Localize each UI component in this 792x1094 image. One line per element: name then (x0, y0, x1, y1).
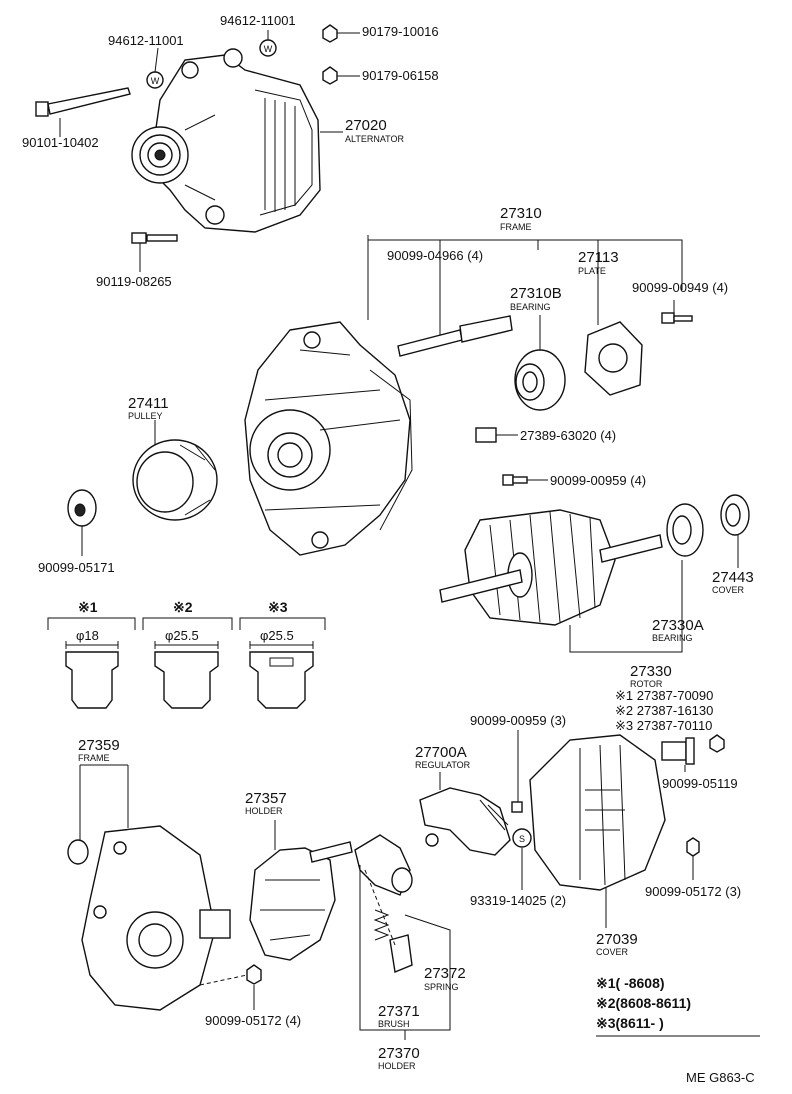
nut-90179-06158 (322, 66, 338, 85)
label-27330-name: ROTOR (630, 679, 663, 689)
label-27700A-name: REGULATOR (415, 760, 471, 770)
label-27039-name: COVER (596, 947, 629, 957)
nut-90099-05172-3 (686, 837, 700, 857)
bolt-90119-08265 (131, 232, 178, 244)
bushing-90099-05119 (661, 737, 695, 765)
rotor-variant-2: ※2 27387-16130 (615, 703, 713, 718)
label-90099-05171: 90099-05171 (38, 560, 115, 575)
washer-94612-a: W (146, 71, 164, 89)
label-27371: 27371 (378, 1003, 420, 1020)
label-90099-00959-4: 90099-00959 (4) (550, 473, 646, 488)
variant-2-mark: ※2 (173, 599, 193, 615)
label-90099-05119: 90099-05119 (662, 776, 738, 791)
label-27371-name: BRUSH (378, 1019, 410, 1029)
label-27411: 27411 (128, 395, 169, 412)
label-27310B: 27310B (510, 285, 562, 302)
svg-text:S: S (519, 834, 525, 844)
cover-27443 (720, 494, 750, 536)
nut-90099-05172-4 (246, 964, 262, 985)
label-27330: 27330 (630, 663, 672, 680)
legend-line-2: ※2(8608-8611) (596, 995, 691, 1011)
variant-3-mark: ※3 (268, 599, 288, 615)
label-90179-06158: 90179-06158 (362, 68, 439, 83)
regulator-27700A (419, 787, 511, 856)
label-27411-name: PULLEY (128, 411, 163, 421)
nut-90099-05119 (709, 734, 725, 753)
label-90119-08265: 90119-08265 (96, 274, 172, 289)
label-94612-b: 94612-11001 (220, 13, 296, 28)
variant-3-dim: φ25.5 (260, 628, 294, 643)
label-90099-04966: 90099-04966 (4) (387, 248, 483, 263)
rear-cover-27039 (529, 734, 666, 891)
label-90099-05172-3: 90099-05172 (3) (645, 884, 741, 899)
washer-94612-b: W (259, 39, 277, 57)
screw-90099-00959-3 (511, 801, 523, 813)
bearing-27310B (514, 349, 566, 411)
label-27039: 27039 (596, 931, 638, 948)
insulator-27389-63020 (475, 427, 497, 443)
label-27443: 27443 (712, 569, 754, 586)
label-27020-name: ALTERNATOR (345, 134, 405, 144)
label-27372: 27372 (424, 965, 466, 982)
bearing-27330A (666, 503, 704, 557)
variant-legend: ※1( -8608) ※2(8608-8611) ※3(8611- ) (596, 975, 760, 1037)
variant-sleeves: ※1 ※2 ※3 φ18 φ25.5 φ25.5 (47, 599, 326, 709)
label-27359-name: FRAME (78, 753, 110, 763)
alternator-assembly (131, 48, 321, 233)
screw-90099-00959-4 (502, 474, 528, 486)
legend-line-3: ※3(8611- ) (596, 1015, 664, 1031)
label-27370: 27370 (378, 1045, 420, 1062)
label-27700A: 27700A (415, 744, 467, 761)
label-27113: 27113 (578, 249, 619, 266)
label-27310: 27310 (500, 205, 542, 222)
label-27370-name: HOLDER (378, 1061, 416, 1071)
svg-text:W: W (151, 76, 160, 86)
washer-93319-14025: S (512, 828, 532, 848)
label-27357-name: HOLDER (245, 806, 283, 816)
spring-27372 (373, 909, 390, 941)
diagram-code: ME G863-C (686, 1070, 755, 1085)
label-27310-name: FRAME (500, 222, 532, 232)
variant-1-dim: φ18 (76, 628, 99, 643)
rotor-27330 (439, 509, 663, 626)
svg-text:W: W (264, 44, 273, 54)
label-27443-name: COVER (712, 585, 745, 595)
label-90099-00959-3: 90099-00959 (3) (470, 713, 566, 728)
bolt-90101-10402 (35, 87, 131, 117)
nut-90099-05171 (67, 489, 97, 527)
nut-90179-10016 (322, 24, 338, 43)
brush-27371 (389, 934, 413, 973)
pulley-27411 (132, 439, 218, 521)
label-27359: 27359 (78, 737, 120, 754)
stud-90099-04966 (397, 315, 513, 357)
label-27330A: 27330A (652, 617, 704, 634)
label-27020: 27020 (345, 117, 387, 134)
label-90101-10402: 90101-10402 (22, 135, 99, 150)
rear-frame-27359 (81, 825, 231, 1011)
plate-27113 (584, 321, 643, 396)
label-27113-name: PLATE (578, 266, 606, 276)
bushing-27359 (67, 839, 89, 865)
label-90099-00949: 90099-00949 (4) (632, 280, 728, 295)
variant-1-mark: ※1 (78, 599, 98, 615)
label-27357: 27357 (245, 790, 287, 807)
variant-2-dim: φ25.5 (165, 628, 199, 643)
rotor-variant-3: ※3 27387-70110 (615, 718, 712, 733)
label-27389-63020: 27389-63020 (4) (520, 428, 616, 443)
brush-holder-27370 (354, 834, 413, 896)
frame-27310 (244, 321, 413, 556)
screw-90099-00949 (661, 312, 693, 324)
label-93319-14025: 93319-14025 (2) (470, 893, 566, 908)
label-90179-10016: 90179-10016 (362, 24, 439, 39)
holder-27357 (249, 841, 353, 961)
legend-line-1: ※1( -8608) (596, 975, 665, 991)
label-90099-05172-4: 90099-05172 (4) (205, 1013, 301, 1028)
label-27310B-name: BEARING (510, 302, 551, 312)
label-27330A-name: BEARING (652, 633, 693, 643)
label-27372-name: SPRING (424, 982, 459, 992)
rotor-variant-1: ※1 27387-70090 (615, 688, 713, 703)
label-94612-a: 94612-11001 (108, 33, 184, 48)
